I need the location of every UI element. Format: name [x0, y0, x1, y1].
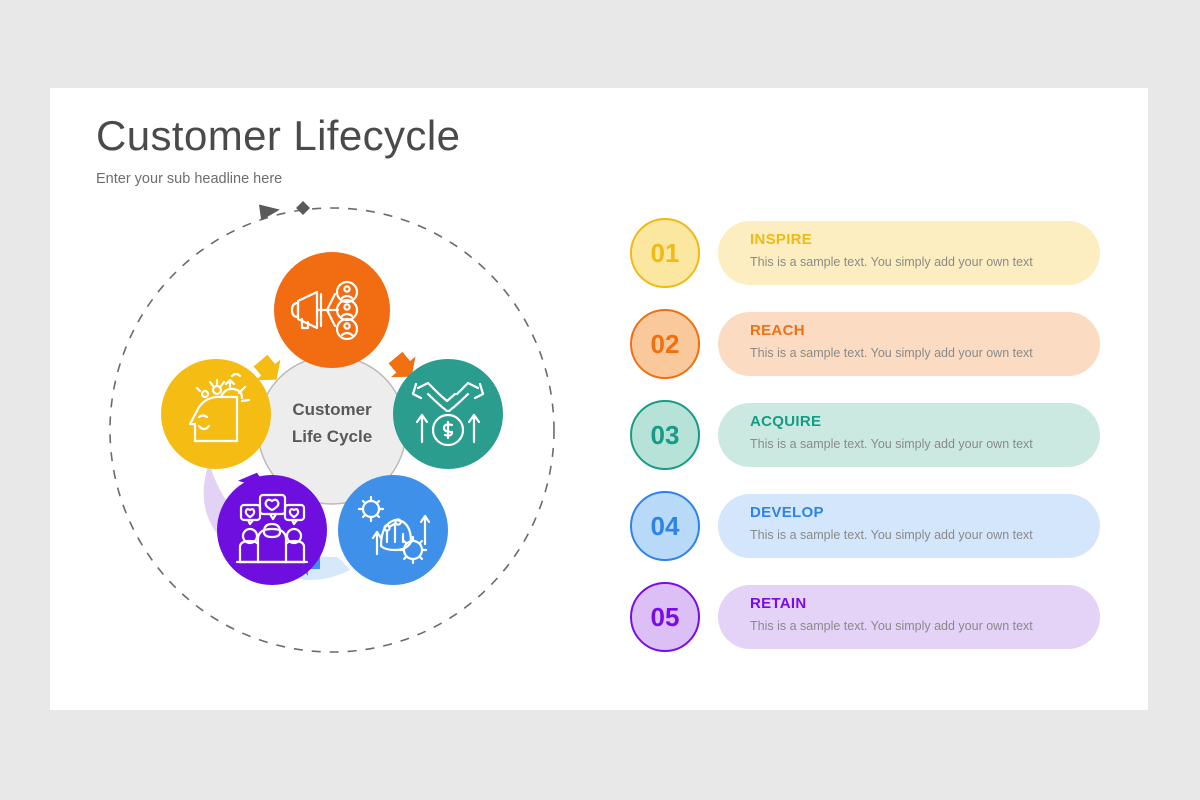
customer-lifecycle-diagram: Customer Life Cycle: [95, 198, 595, 678]
head-ideas-icon: [188, 372, 251, 443]
stage-number-badge: 03: [630, 400, 700, 470]
handshake-money-icon: [411, 381, 485, 447]
gears-growth-chart-icon: [357, 495, 431, 565]
hub-label-line1: Customer: [292, 400, 372, 419]
stage-pill[interactable]: RETAIN This is a sample text. You simply…: [718, 585, 1100, 649]
list-item[interactable]: 03 ACQUIRE This is a sample text. You si…: [630, 400, 1100, 470]
stage-number-badge: 01: [630, 218, 700, 288]
stage-description: This is a sample text. You simply add yo…: [750, 527, 1033, 542]
sub-headline: Enter your sub headline here: [96, 171, 283, 188]
list-item[interactable]: 01 INSPIRE This is a sample text. You si…: [630, 218, 1100, 288]
people-hearts-icon: [235, 493, 309, 564]
lifecycle-stage-list: 01 INSPIRE This is a sample text. You si…: [630, 218, 1100, 652]
stage-number: 01: [650, 237, 680, 268]
list-item[interactable]: 02 REACH This is a sample text. You simp…: [630, 309, 1100, 379]
stage-description: This is a sample text. You simply add yo…: [750, 345, 1033, 360]
node-acquire[interactable]: [338, 475, 448, 585]
node-retain[interactable]: [161, 359, 271, 469]
stage-title: INSPIRE: [750, 231, 813, 248]
ring-diamond-marker: [296, 201, 310, 215]
node-develop[interactable]: [217, 475, 327, 585]
outer-dashed-ring: [109, 201, 555, 653]
stage-title: RETAIN: [750, 595, 807, 612]
stage-number-badge: 02: [630, 309, 700, 379]
megaphone-broadcast-icon: [290, 280, 359, 341]
node-reach[interactable]: [393, 359, 503, 469]
stage-number: 02: [650, 328, 680, 359]
header: Customer Lifecycle Enter your sub headli…: [96, 112, 461, 188]
stage-description: This is a sample text. You simply add yo…: [750, 618, 1033, 633]
page-title: Customer Lifecycle: [96, 112, 461, 159]
list-item[interactable]: 05 RETAIN This is a sample text. You sim…: [630, 582, 1100, 652]
stage-description: This is a sample text. You simply add yo…: [750, 436, 1033, 451]
stage-number-badge: 05: [630, 582, 700, 652]
ring-arrow-marker: [258, 204, 280, 221]
stage-title: ACQUIRE: [750, 413, 822, 430]
stage-title: REACH: [750, 322, 805, 339]
stage-description: This is a sample text. You simply add yo…: [750, 254, 1033, 269]
arrow-inspire-to-reach: [388, 351, 416, 378]
hub-label-line2: Life Cycle: [292, 427, 372, 446]
stage-title: DEVELOP: [750, 504, 824, 521]
arrow-retain-to-inspire: [253, 354, 281, 381]
stage-number: 03: [650, 419, 680, 450]
stage-pill[interactable]: INSPIRE This is a sample text. You simpl…: [718, 221, 1100, 285]
stage-number: 05: [650, 601, 680, 632]
stage-number: 04: [650, 510, 680, 541]
list-item[interactable]: 04 DEVELOP This is a sample text. You si…: [630, 491, 1100, 561]
stage-pill[interactable]: ACQUIRE This is a sample text. You simpl…: [718, 403, 1100, 467]
slide-canvas: Customer Lifecycle Enter your sub headli…: [50, 88, 1148, 710]
stage-number-badge: 04: [630, 491, 700, 561]
node-inspire[interactable]: [274, 252, 390, 368]
stage-pill[interactable]: DEVELOP This is a sample text. You simpl…: [718, 494, 1100, 558]
stage-pill[interactable]: REACH This is a sample text. You simply …: [718, 312, 1100, 376]
